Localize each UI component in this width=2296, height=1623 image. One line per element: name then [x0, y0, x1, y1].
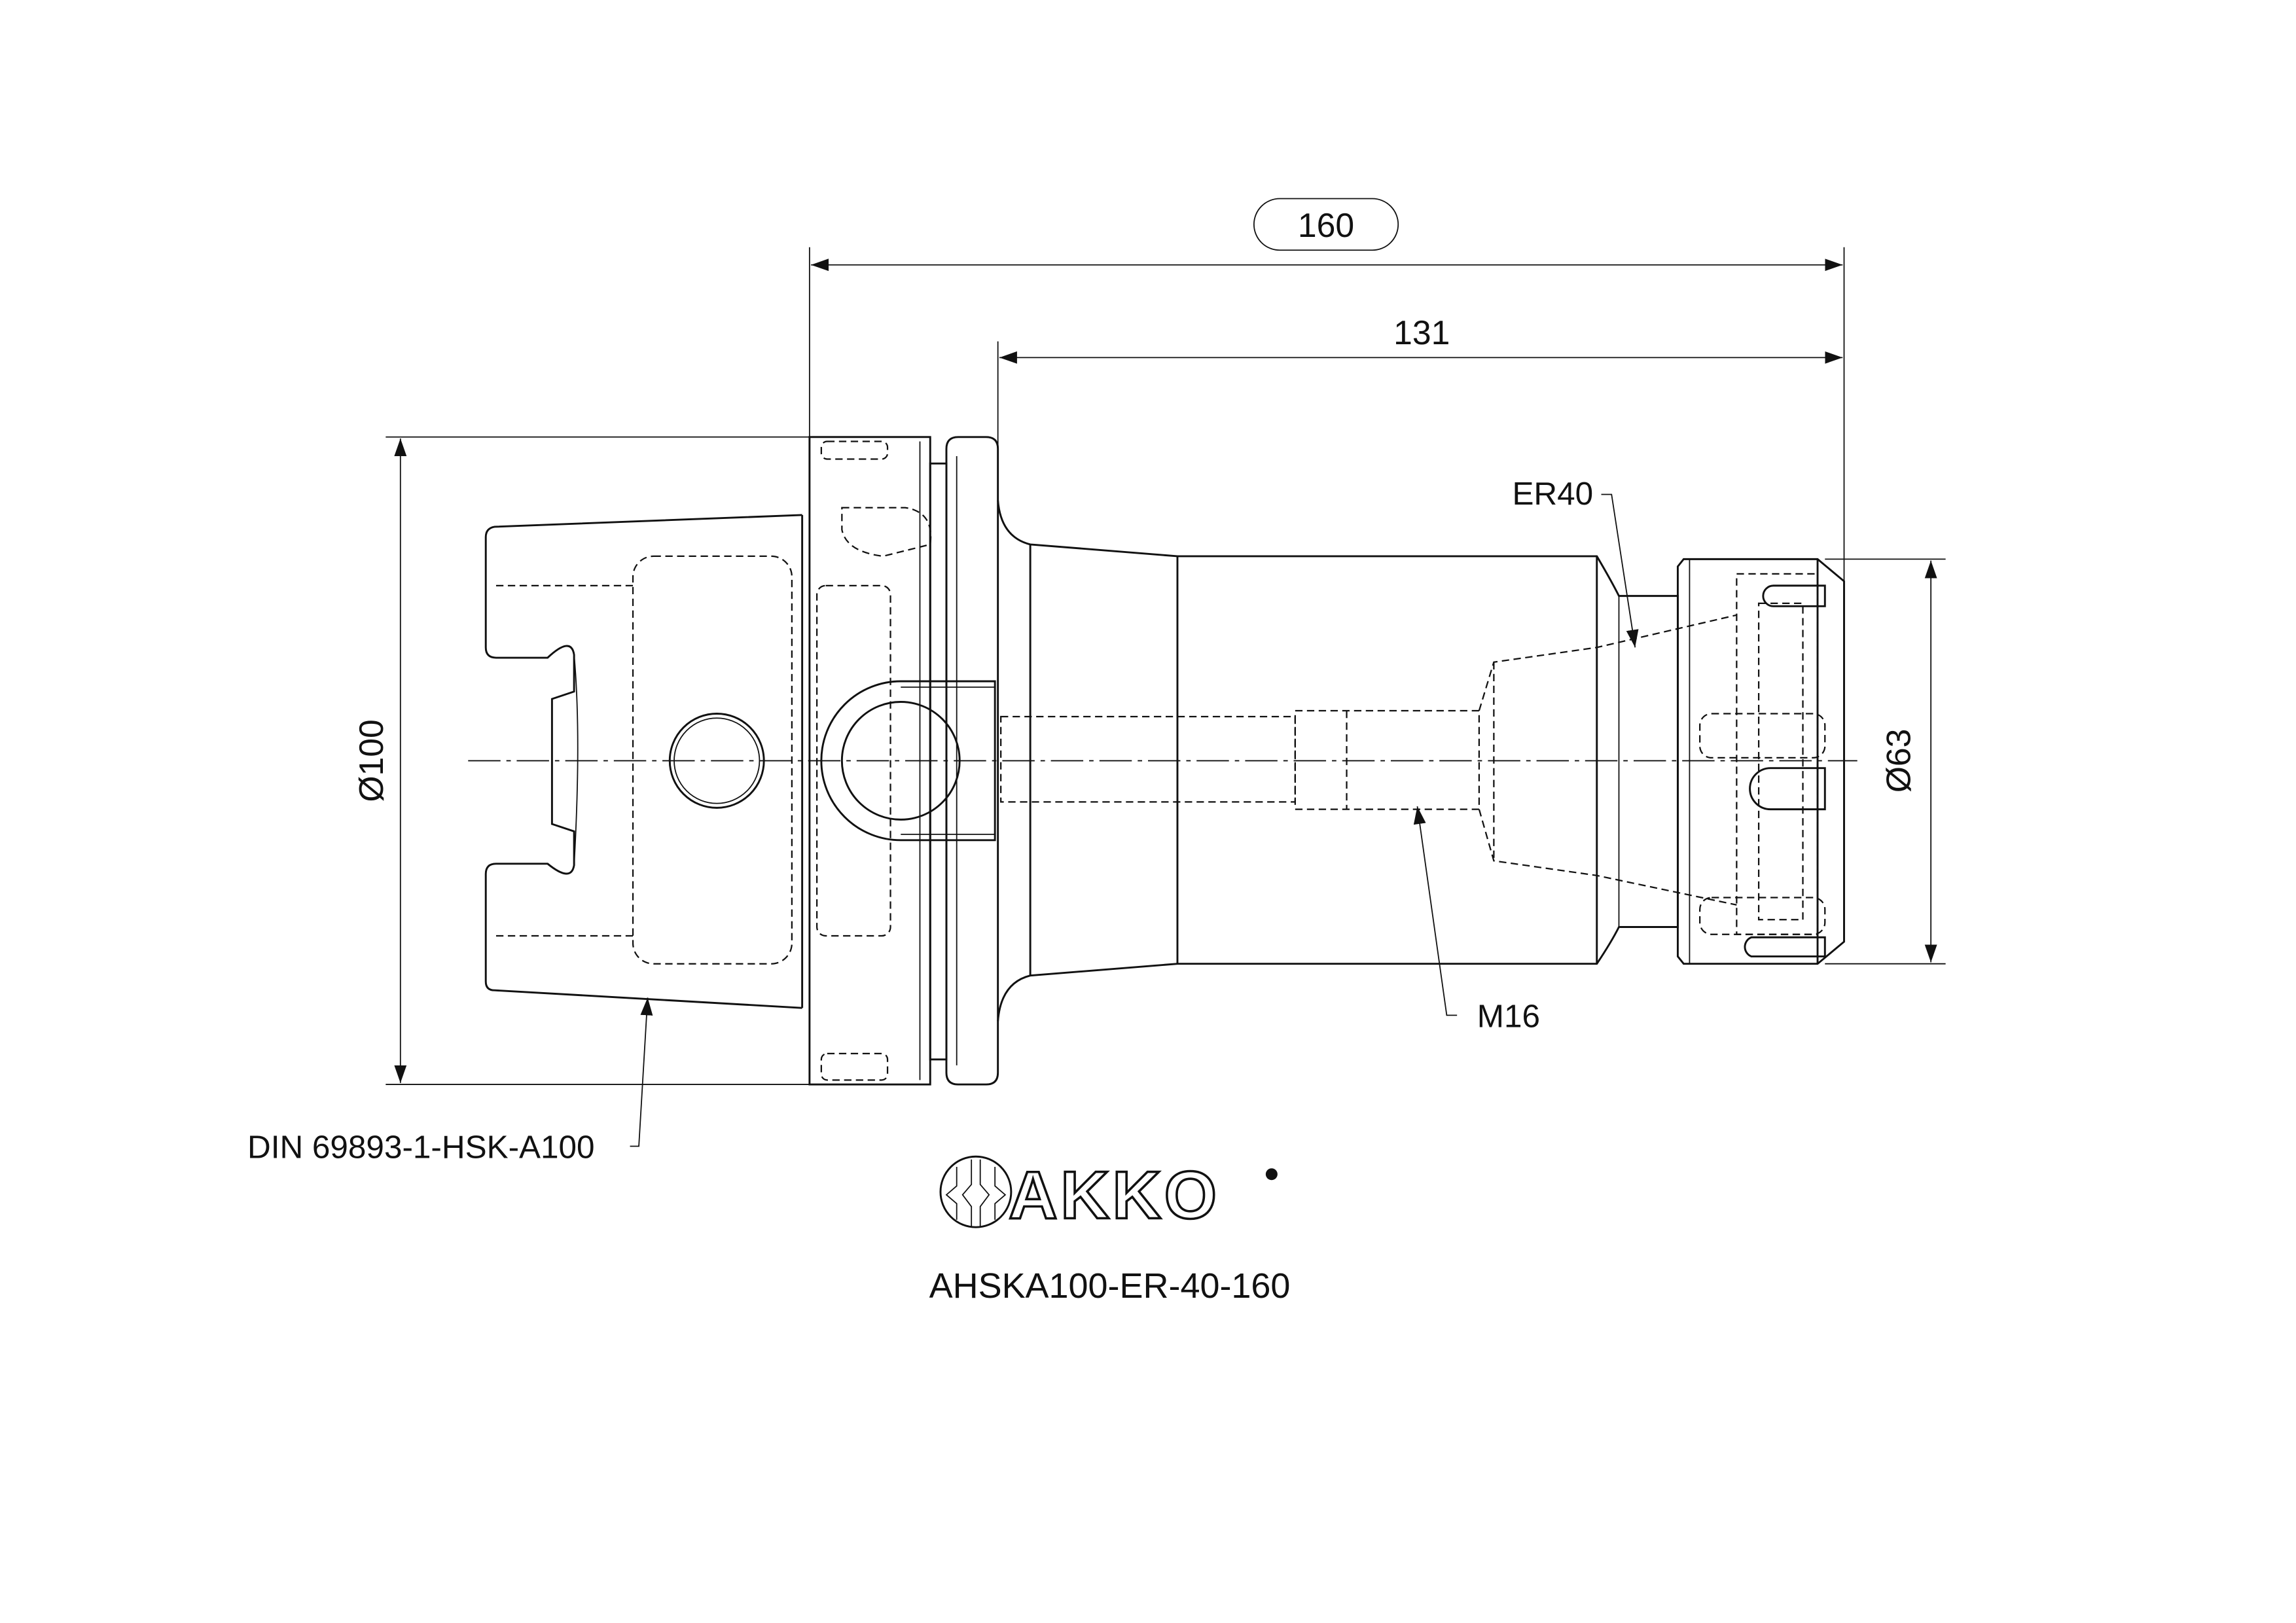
hsk-taper-shank: [484, 514, 804, 1009]
callout-hsk-interface: DIN 69893-1-HSK-A100: [247, 997, 653, 1166]
product-code: AHSKA100-ER-40-160: [929, 1266, 1291, 1306]
dimension-label-131: 131: [1393, 313, 1450, 351]
coolant-hole: [668, 713, 765, 809]
callout-label-m16: M16: [1477, 998, 1540, 1034]
dimension-projection-length: 131: [999, 313, 1843, 364]
callout-m16: M16: [1413, 806, 1540, 1034]
logo-wordmark: AKKO: [1009, 1157, 1219, 1233]
callout-label-er40: ER40: [1512, 476, 1593, 512]
dimension-nut-diameter: Ø63: [1880, 560, 1937, 963]
dimension-label-d100: Ø100: [352, 719, 390, 802]
collet-nut: [1676, 558, 1845, 965]
callout-er40: ER40: [1512, 476, 1639, 648]
flange: [808, 436, 999, 1086]
dimension-label-d63: Ø63: [1880, 729, 1918, 793]
akko-logo: AKKO: [939, 1155, 1278, 1234]
dimension-flange-diameter: Ø100: [352, 438, 407, 1083]
extension-lines: [386, 247, 1946, 1085]
dimension-overall-length: 160: [811, 198, 1843, 272]
dimension-label-160: 160: [1298, 206, 1354, 244]
callout-label-din: DIN 69893-1-HSK-A100: [247, 1130, 595, 1166]
